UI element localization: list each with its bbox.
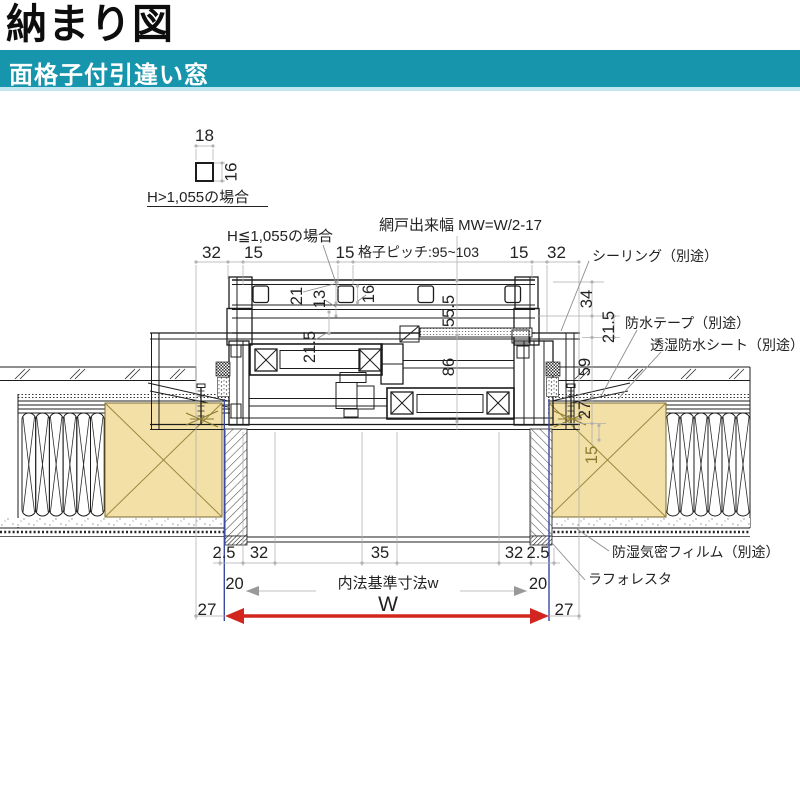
- dim-34: 34: [578, 290, 596, 308]
- left-jamb: [228, 340, 250, 426]
- grille-bar: [417, 285, 435, 304]
- tape-label: 防水テープ（別途）: [625, 315, 750, 331]
- dim-35: 35: [371, 544, 389, 562]
- dim-15-furring: 15: [583, 446, 601, 464]
- screen-rail: [399, 325, 533, 344]
- note-dim-16: 16: [222, 163, 241, 182]
- dim-top-15-right: 15: [510, 243, 529, 262]
- dim-32-bottom-left: 32: [250, 544, 268, 562]
- dim-top-32-left: 32: [202, 243, 221, 262]
- flashing-line: [551, 382, 631, 402]
- grille-bar-note: 18 16 H>1,055の場合: [147, 126, 268, 207]
- w-label: W: [378, 593, 398, 616]
- naiho-label: 内法基準寸法w: [338, 575, 439, 592]
- interior-board-stipple: [549, 518, 750, 527]
- dimension-lines: [194, 236, 620, 624]
- pitch-label: 格子ピッチ:95~103: [358, 244, 479, 260]
- note-dim-18: 18: [195, 126, 214, 145]
- sealing-label: シーリング（別途）: [592, 248, 718, 264]
- dim-13: 13: [311, 290, 329, 308]
- right-wall-section: [548, 366, 751, 537]
- dim-27-left: 27: [198, 600, 217, 619]
- siding-hatch: [14, 368, 186, 380]
- wood-stud: [104, 402, 223, 518]
- dimension-text: 32 15 15 15 32 21 13 16 21.5 55.5 86 34 …: [198, 243, 618, 619]
- screw-head: [196, 383, 206, 388]
- grille-case-label: H≦1,055の場合: [227, 228, 333, 245]
- film-label: 防湿気密フィルム（別途）: [612, 544, 779, 560]
- exterior-sash-rail: [386, 387, 515, 420]
- sheet-label: 透湿防水シート（別途）: [650, 337, 800, 353]
- annotations: H≦1,055の場合 網戸出来幅 MW=W/2-17 格子ピッチ:95~103 …: [227, 217, 800, 592]
- dim-2-5-left: 2.5: [213, 544, 236, 562]
- dim-55-5: 55.5: [440, 295, 458, 327]
- sealing-backer: [545, 361, 561, 377]
- dim-27-right: 27: [555, 600, 574, 619]
- lock-detail: [335, 372, 375, 418]
- subtitle-band: 面格子付引違い窓: [0, 50, 800, 89]
- laforesta-label: ラフォレスタ: [588, 571, 672, 587]
- dim-21-5-right: 21.5: [600, 311, 618, 343]
- band-accent-strip: [0, 87, 800, 91]
- note-caption: H>1,055の場合: [147, 189, 249, 206]
- dim-top-15-mid: 15: [336, 243, 355, 262]
- anchor-mark: [185, 410, 219, 426]
- jamb-casings: [224, 428, 553, 546]
- screen-width-label: 網戸出来幅 MW=W/2-17: [379, 217, 542, 234]
- right-junction: [545, 361, 587, 428]
- left-wall-section: [0, 366, 230, 537]
- siding-hatch: [574, 368, 745, 380]
- anchor-mark: [553, 410, 587, 426]
- grille-bar: [252, 285, 270, 304]
- interior-sash-rail: [249, 343, 404, 385]
- wood-stud: [548, 402, 667, 518]
- interior-board-stipple: [0, 518, 225, 527]
- left-junction: [185, 361, 231, 428]
- dim-86: 86: [440, 358, 458, 376]
- grille-bar: [504, 285, 522, 304]
- grille-bar: [337, 285, 355, 304]
- sealing-backer: [215, 361, 231, 377]
- leader-lines: [322, 244, 662, 581]
- dim-16: 16: [360, 285, 378, 303]
- insulation-batt: [21, 412, 105, 517]
- dim-2-5-right: 2.5: [527, 544, 550, 562]
- dim-20-right: 20: [529, 575, 547, 593]
- dim-59: 59: [576, 358, 594, 376]
- dim-21: 21: [288, 287, 306, 305]
- page-title: 納まり図: [6, 1, 174, 47]
- insulation-batt: [665, 412, 751, 517]
- grille-end-bracket: [228, 276, 253, 310]
- window-type-label: 面格子付引違い窓: [9, 62, 209, 89]
- window-frame: [150, 325, 587, 430]
- dim-32-bottom-right: 32: [505, 544, 523, 562]
- dim-27-right-side: 27: [576, 401, 594, 419]
- dim-20-left: 20: [225, 575, 243, 593]
- dim-21-5-left: 21.5: [301, 331, 319, 363]
- dim-top-32-right: 32: [547, 243, 566, 262]
- dim-top-15-left: 15: [244, 243, 263, 262]
